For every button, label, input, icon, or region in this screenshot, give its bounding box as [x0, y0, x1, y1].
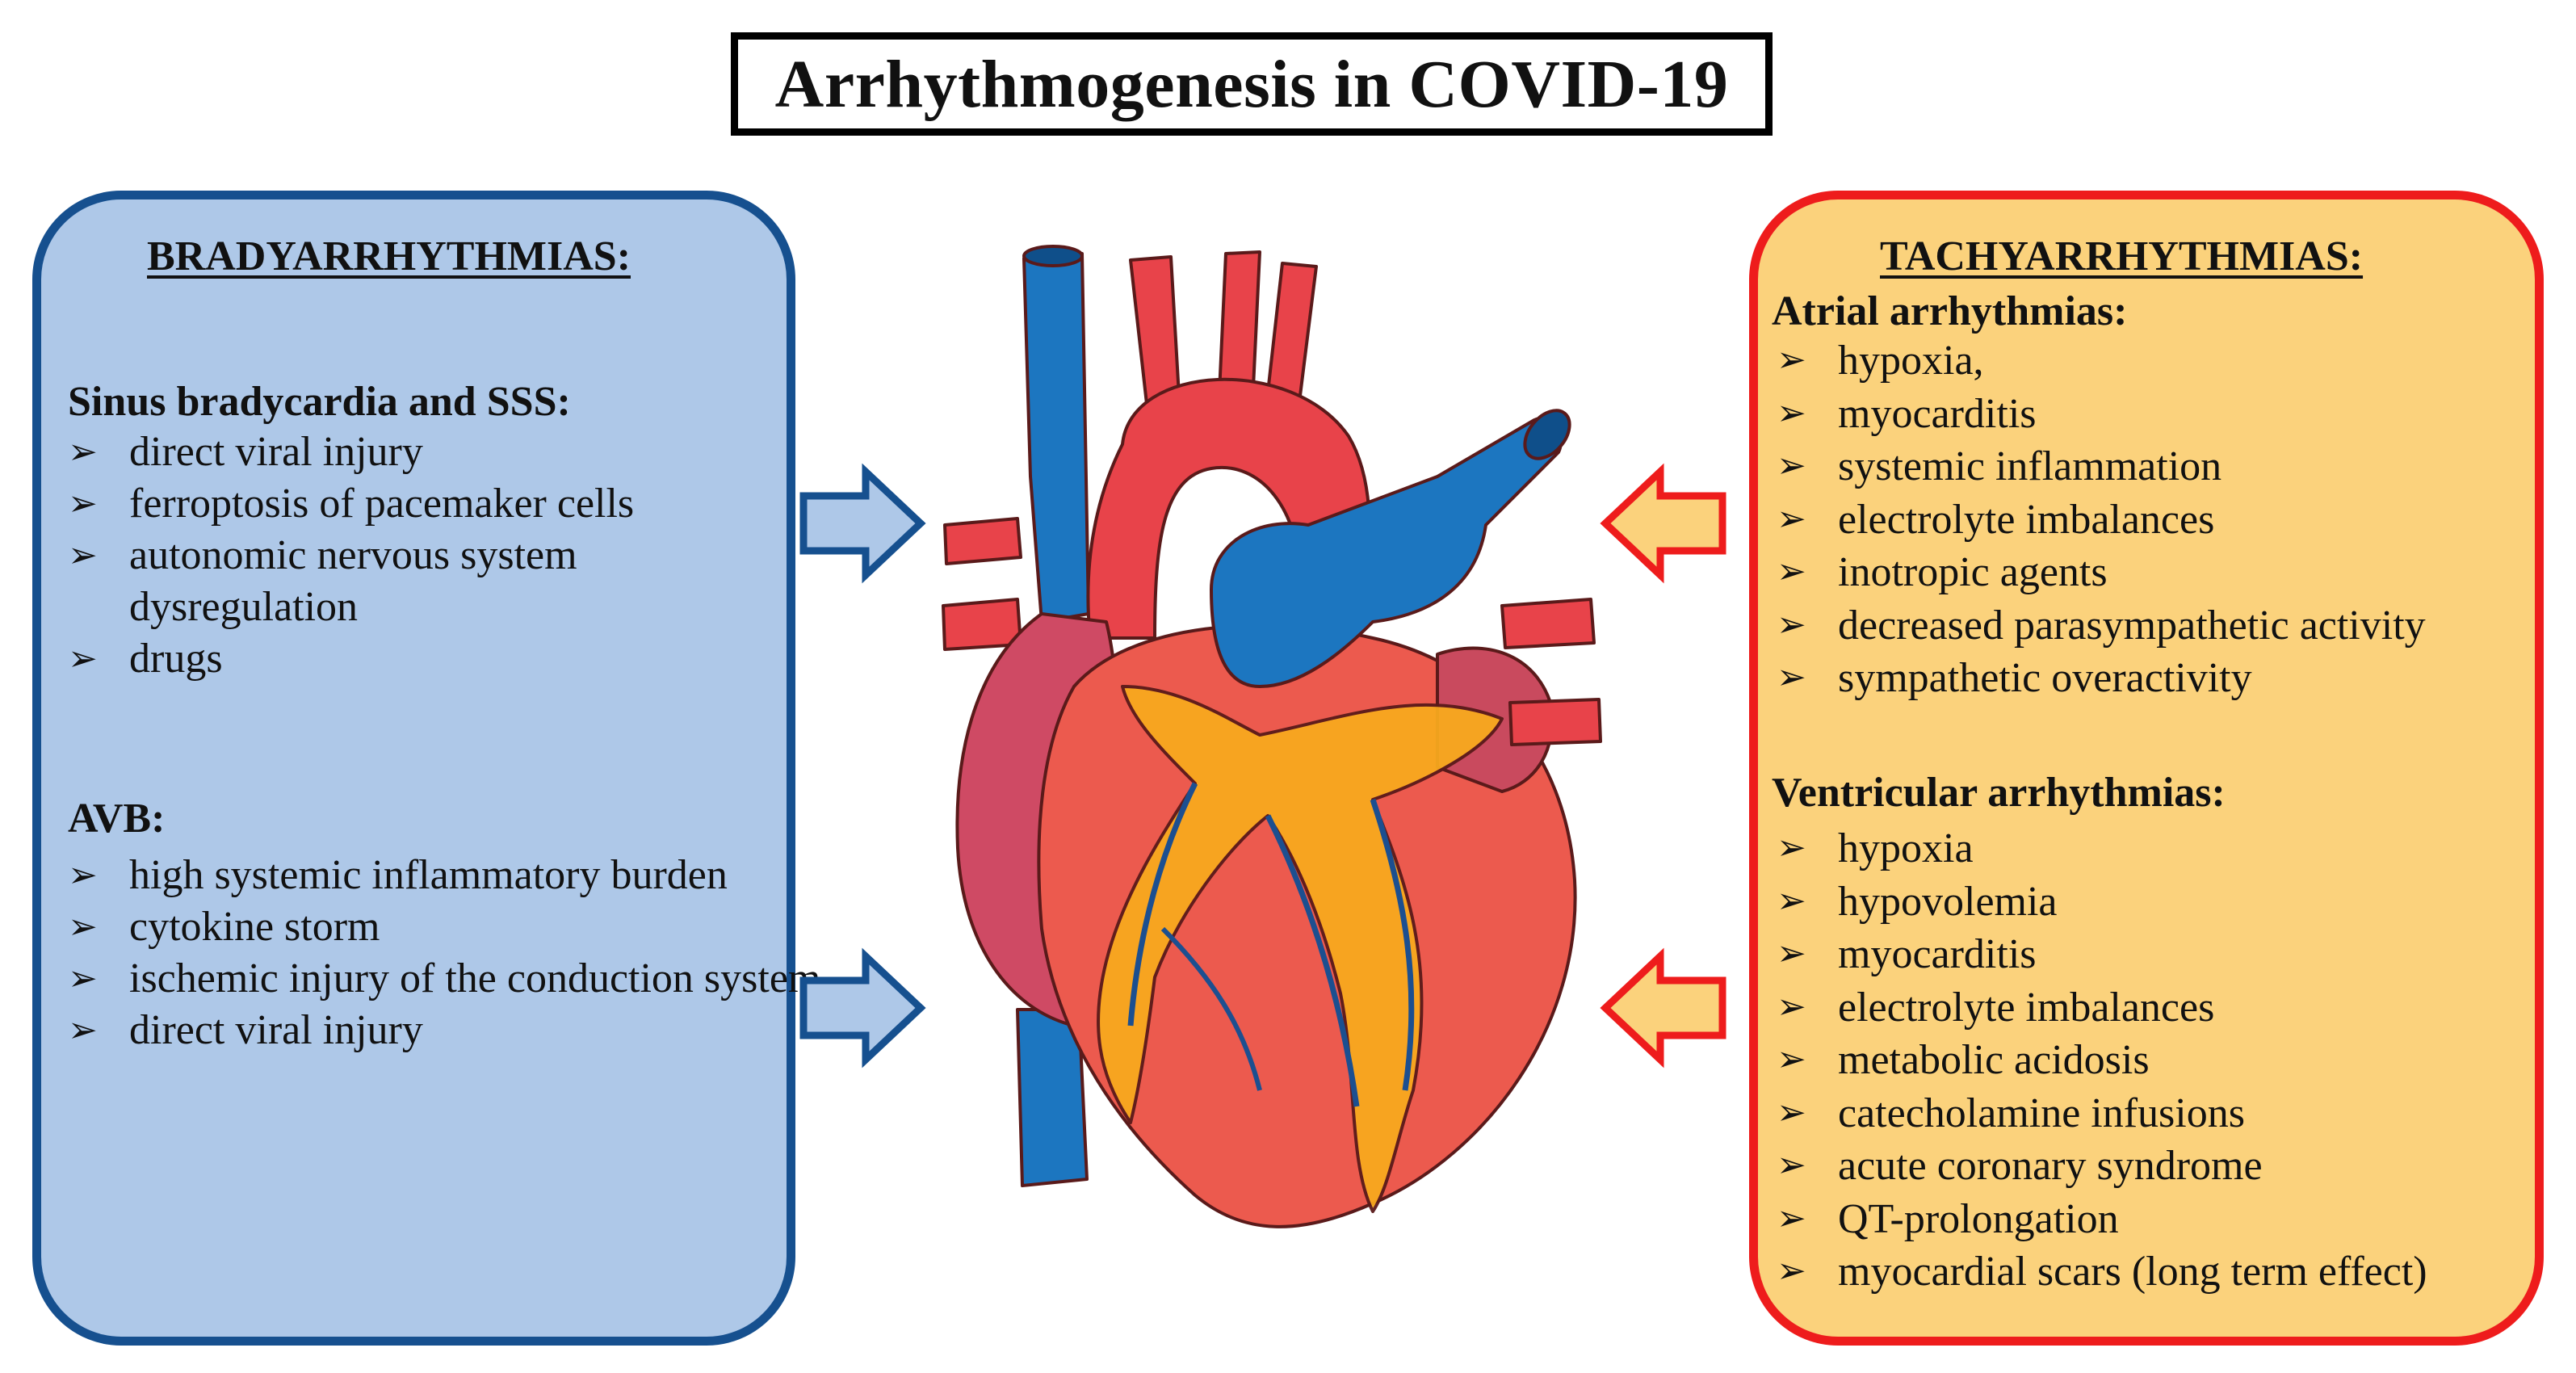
bullet-arrow-icon: ➢ [1777, 828, 1806, 867]
bullet-arrow-icon: ➢ [1777, 934, 1806, 973]
bradyarrhythmias-panel [32, 191, 795, 1346]
sinus-bradycardia-list: ➢direct viral injury ➢ferroptosis of pac… [68, 426, 778, 685]
bullet-arrow-icon: ➢ [1777, 1092, 1806, 1132]
bullet-arrow-icon: ➢ [68, 535, 98, 575]
list-item: ➢inotropic agents [1777, 546, 2519, 599]
list-item: ➢autonomic nervous system dysregulation [68, 530, 743, 633]
bullet-arrow-icon: ➢ [1777, 1198, 1806, 1238]
list-item: ➢drugs [68, 633, 778, 685]
right-arrow-icon [799, 947, 926, 1069]
bullet-arrow-icon: ➢ [1777, 604, 1806, 645]
list-item: ➢QT-prolongation [1777, 1193, 2519, 1246]
bullet-arrow-icon: ➢ [1777, 1039, 1806, 1079]
bullet-arrow-icon: ➢ [1777, 552, 1806, 591]
bullet-arrow-icon: ➢ [1777, 393, 1806, 433]
bullet-arrow-icon: ➢ [68, 855, 98, 895]
bullet-arrow-icon: ➢ [68, 959, 98, 998]
diagram-title: Arrhythmogenesis in COVID-19 [774, 46, 1729, 122]
tachyarrhythmias-heading: TACHYARRHYTHMIAS: [1880, 233, 2364, 279]
list-item: ➢hypovolemia [1777, 875, 2519, 929]
list-item: ➢myocarditis [1777, 388, 2519, 441]
bullet-arrow-icon: ➢ [1777, 1145, 1806, 1185]
list-item: ➢hypoxia, [1777, 334, 2519, 388]
bullet-arrow-icon: ➢ [68, 907, 98, 947]
sinus-bradycardia-label: Sinus bradycardia and SSS: [68, 379, 571, 425]
avb-list: ➢high systemic inflammatory burden ➢cyto… [68, 850, 820, 1056]
list-item: ➢acute coronary syndrome [1777, 1140, 2519, 1193]
bradyarrhythmias-heading: BRADYARRHYTHMIAS: [147, 233, 631, 279]
ventricular-arrhythmias-label: Ventricular arrhythmias: [1772, 770, 2226, 816]
list-item: ➢electrolyte imbalances [1777, 493, 2519, 547]
list-item: ➢catecholamine infusions [1777, 1087, 2519, 1140]
list-item: ➢high systemic inflammatory burden [68, 850, 759, 901]
tachyarrhythmias-panel [1749, 191, 2544, 1346]
list-item: ➢myocarditis [1777, 928, 2519, 981]
bullet-arrow-icon: ➢ [1777, 498, 1806, 539]
heart-illustration-icon [942, 245, 1602, 1228]
bullet-arrow-icon: ➢ [68, 432, 98, 472]
bullet-arrow-icon: ➢ [1777, 1251, 1806, 1291]
bullet-arrow-icon: ➢ [1777, 986, 1806, 1027]
bullet-arrow-icon: ➢ [1777, 340, 1806, 380]
list-item: ➢cytokine storm [68, 901, 795, 953]
atrial-arrhythmias-label: Atrial arrhythmias: [1772, 288, 2128, 334]
bullet-arrow-icon: ➢ [68, 639, 98, 678]
list-item: ➢direct viral injury [68, 426, 778, 478]
right-arrow-icon [799, 463, 926, 584]
list-item: ➢metabolic acidosis [1777, 1034, 2519, 1087]
ventricular-arrhythmias-list: ➢hypoxia ➢hypovolemia ➢myocarditis ➢elec… [1777, 822, 2519, 1299]
list-item: ➢hypoxia [1777, 822, 2519, 875]
bullet-arrow-icon: ➢ [68, 1010, 98, 1050]
list-item: ➢systemic inflammation [1777, 440, 2519, 493]
list-item: ➢ischemic injury of the conduction syste… [68, 953, 856, 1005]
left-arrow-icon [1600, 463, 1726, 584]
atrial-arrhythmias-list: ➢hypoxia, ➢myocarditis ➢systemic inflamm… [1777, 334, 2519, 705]
list-item: ➢ferroptosis of pacemaker cells [68, 478, 778, 530]
list-item: ➢electrolyte imbalances [1777, 981, 2519, 1035]
list-item: ➢sympathetic overactivity [1777, 652, 2519, 705]
bullet-arrow-icon: ➢ [1777, 880, 1806, 921]
diagram-title-box: Arrhythmogenesis in COVID-19 [731, 32, 1773, 136]
list-item: ➢decreased parasympathetic activity [1777, 599, 2452, 653]
bullet-arrow-icon: ➢ [1777, 446, 1806, 485]
bullet-arrow-icon: ➢ [1777, 657, 1806, 697]
avb-label: AVB: [68, 796, 166, 842]
list-item: ➢myocardial scars (long term effect) [1777, 1245, 2519, 1299]
left-arrow-icon [1600, 947, 1726, 1069]
list-item: ➢direct viral injury [68, 1005, 795, 1056]
bullet-arrow-icon: ➢ [68, 484, 98, 523]
